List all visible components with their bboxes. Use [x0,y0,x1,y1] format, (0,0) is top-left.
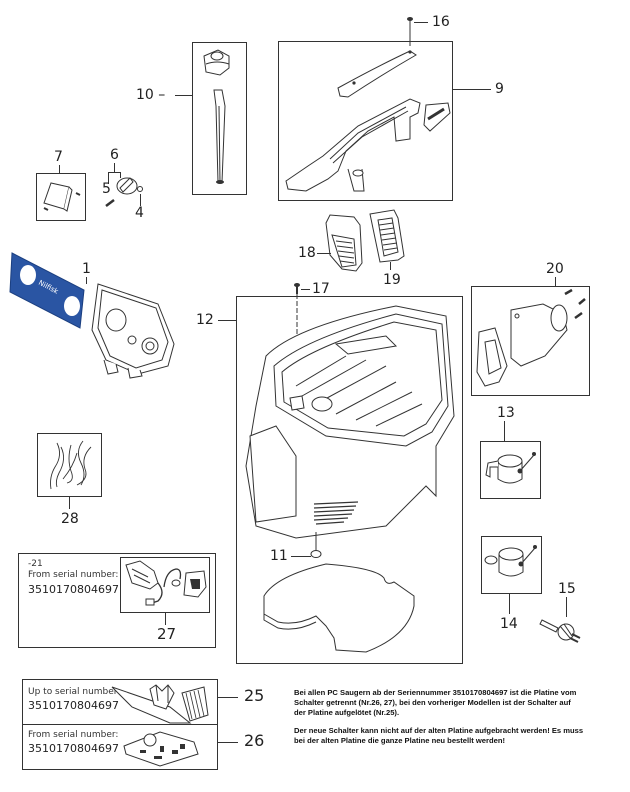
leader-line [390,262,391,270]
callout-9: 9 [495,81,504,97]
callout-1: 1 [82,261,91,277]
callout-27: 27 [157,625,177,643]
leader-line [175,95,192,96]
leader-line [555,277,556,286]
leader-line [59,165,60,173]
service-note: Bei allen PC Saugern ab der Seriennummer… [294,688,624,746]
leader-line [291,556,311,557]
callout-14: 14 [500,616,518,632]
leader-line [218,697,238,698]
callout-5: 5 [102,181,111,197]
leader-line [69,497,70,509]
box26-label: From serial number: [28,730,119,740]
leader-line [218,320,236,321]
blue-sticker-panel: Nilfisk [9,252,85,329]
note-line-1: Bei allen PC Saugern ab der Seriennummer… [294,688,577,697]
leader-line [301,289,310,290]
callout-10: 10 – [136,87,166,103]
leader-line [108,172,109,184]
part-4-5-6-illustration [105,177,143,207]
part-9-illustration [285,50,451,192]
callout-17: 17 [312,281,330,297]
box25-serial: 3510170804697 [28,699,119,712]
callout-15: 15 [558,581,576,597]
note-line-2: Schalter getrennt (Nr.26, 27), bei den v… [294,698,571,707]
leader-line [120,172,121,178]
callout-11: 11 [270,548,288,564]
part-1-illustration [91,283,175,379]
callout-6: 6 [110,147,119,163]
leader-line [108,172,121,173]
leader-line [453,89,463,90]
callout-25: 25 [244,686,265,705]
callout-20: 20 [546,261,564,277]
leader-line [414,22,428,23]
callout-12: 12 [196,312,214,328]
part-14-clamp-illustration [484,545,537,577]
leader-line [463,89,491,90]
box27-prefix: -21 [28,559,43,569]
part-7-illustration [43,182,81,212]
part-13-clamp-illustration [485,452,536,484]
leader-line [165,613,166,625]
leader-line [140,194,141,206]
note-line-3: der Platine aufgelötet (Nr.25). [294,708,400,717]
box27-serial: 3510170804697 [28,583,119,596]
callout-26: 26 [244,731,265,750]
box27-label: From serial number: [28,570,119,580]
box26-serial: 3510170804697 [28,742,119,755]
callout-4: 4 [135,205,144,221]
leader-line [218,742,238,743]
callout-13: 13 [497,405,515,421]
leader-line [504,421,505,441]
housing-illustration [245,305,455,653]
note-line-5: bei der alten Platine die ganze Platine … [294,736,505,745]
callout-18: 18 [298,245,316,261]
leader-line [114,163,115,172]
part-25-pcb-illustration [111,684,209,724]
part-20-illustration [476,288,586,387]
box25-label: Up to serial number: [28,687,121,697]
part-15-plug-illustration [539,619,581,643]
leader-line [509,594,510,614]
part-10-illustration [203,49,230,184]
part-26-pcb-illustration [123,731,199,767]
leader-line [566,597,567,617]
note-line-4: Der neue Schalter kann nicht auf der alt… [294,726,584,735]
leader-line [317,253,331,254]
part-18-illustration [325,214,363,272]
part-27-switch-illustration [125,560,207,606]
screw-16-icon [407,17,413,46]
callout-7: 7 [54,149,63,165]
callout-19: 19 [383,272,401,288]
callout-16: 16 [432,14,450,30]
part-19-illustration [369,209,405,263]
callout-28: 28 [61,511,79,527]
part-28-cables-illustration [50,440,92,490]
leader-line [86,277,87,284]
